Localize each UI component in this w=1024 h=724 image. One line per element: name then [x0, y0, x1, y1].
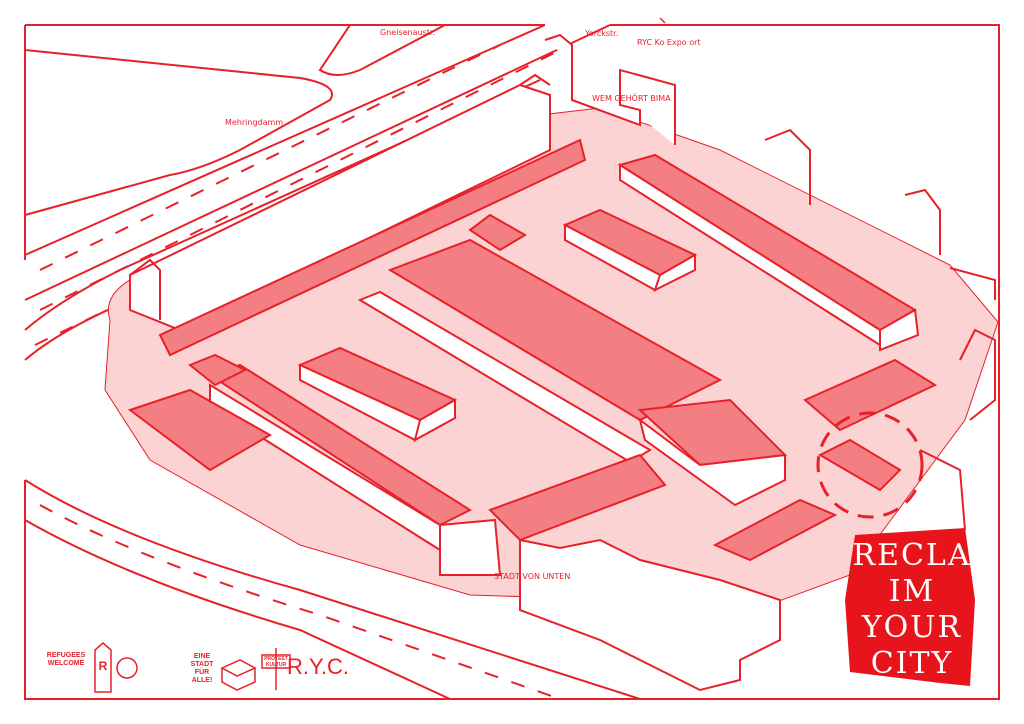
hall-south [488, 453, 667, 542]
annotation-expo: RYC Ko Expo ort [637, 38, 701, 47]
road-bottom [24, 479, 641, 700]
poster-line: CITY [870, 646, 954, 681]
entrance-building [127, 388, 273, 472]
reclaim-poster [845, 528, 975, 686]
annotation-stadt-von-unten: STADT VON UNTEN [494, 572, 571, 581]
logo-ryc: R.Y.C. [287, 654, 349, 679]
street-label-mehringdamm: Mehringdamm [225, 118, 284, 127]
street-label-gneisenau: Gneisenaustr. [380, 28, 435, 37]
poster-line: IM YOUR [861, 574, 963, 645]
annotation-bima: WEM GEHÖRT BIMA [592, 94, 671, 103]
block-gneisenau [318, 24, 446, 76]
reclaim-your-city-poster: RECLA IM YOUR CITY [852, 532, 972, 682]
logo-eine-stadt: EINE STADT FÜR ALLE! [190, 653, 214, 684]
poster-line: RECLA [852, 538, 972, 573]
road-edge [24, 24, 611, 361]
hall-center [387, 238, 723, 422]
logo-refugees-welcome: REFUGEES WELCOME [46, 652, 86, 667]
building-yorck [544, 33, 676, 145]
logo-protest-kultur: PROTEST KULTUR [264, 656, 288, 668]
logo-r: R [98, 659, 108, 673]
street-label-yorck: Yorckstr. [585, 29, 619, 38]
block-top-left [24, 48, 333, 217]
highlight-circle [816, 411, 924, 519]
foreground-buildings [519, 538, 781, 692]
frame [24, 24, 1000, 700]
